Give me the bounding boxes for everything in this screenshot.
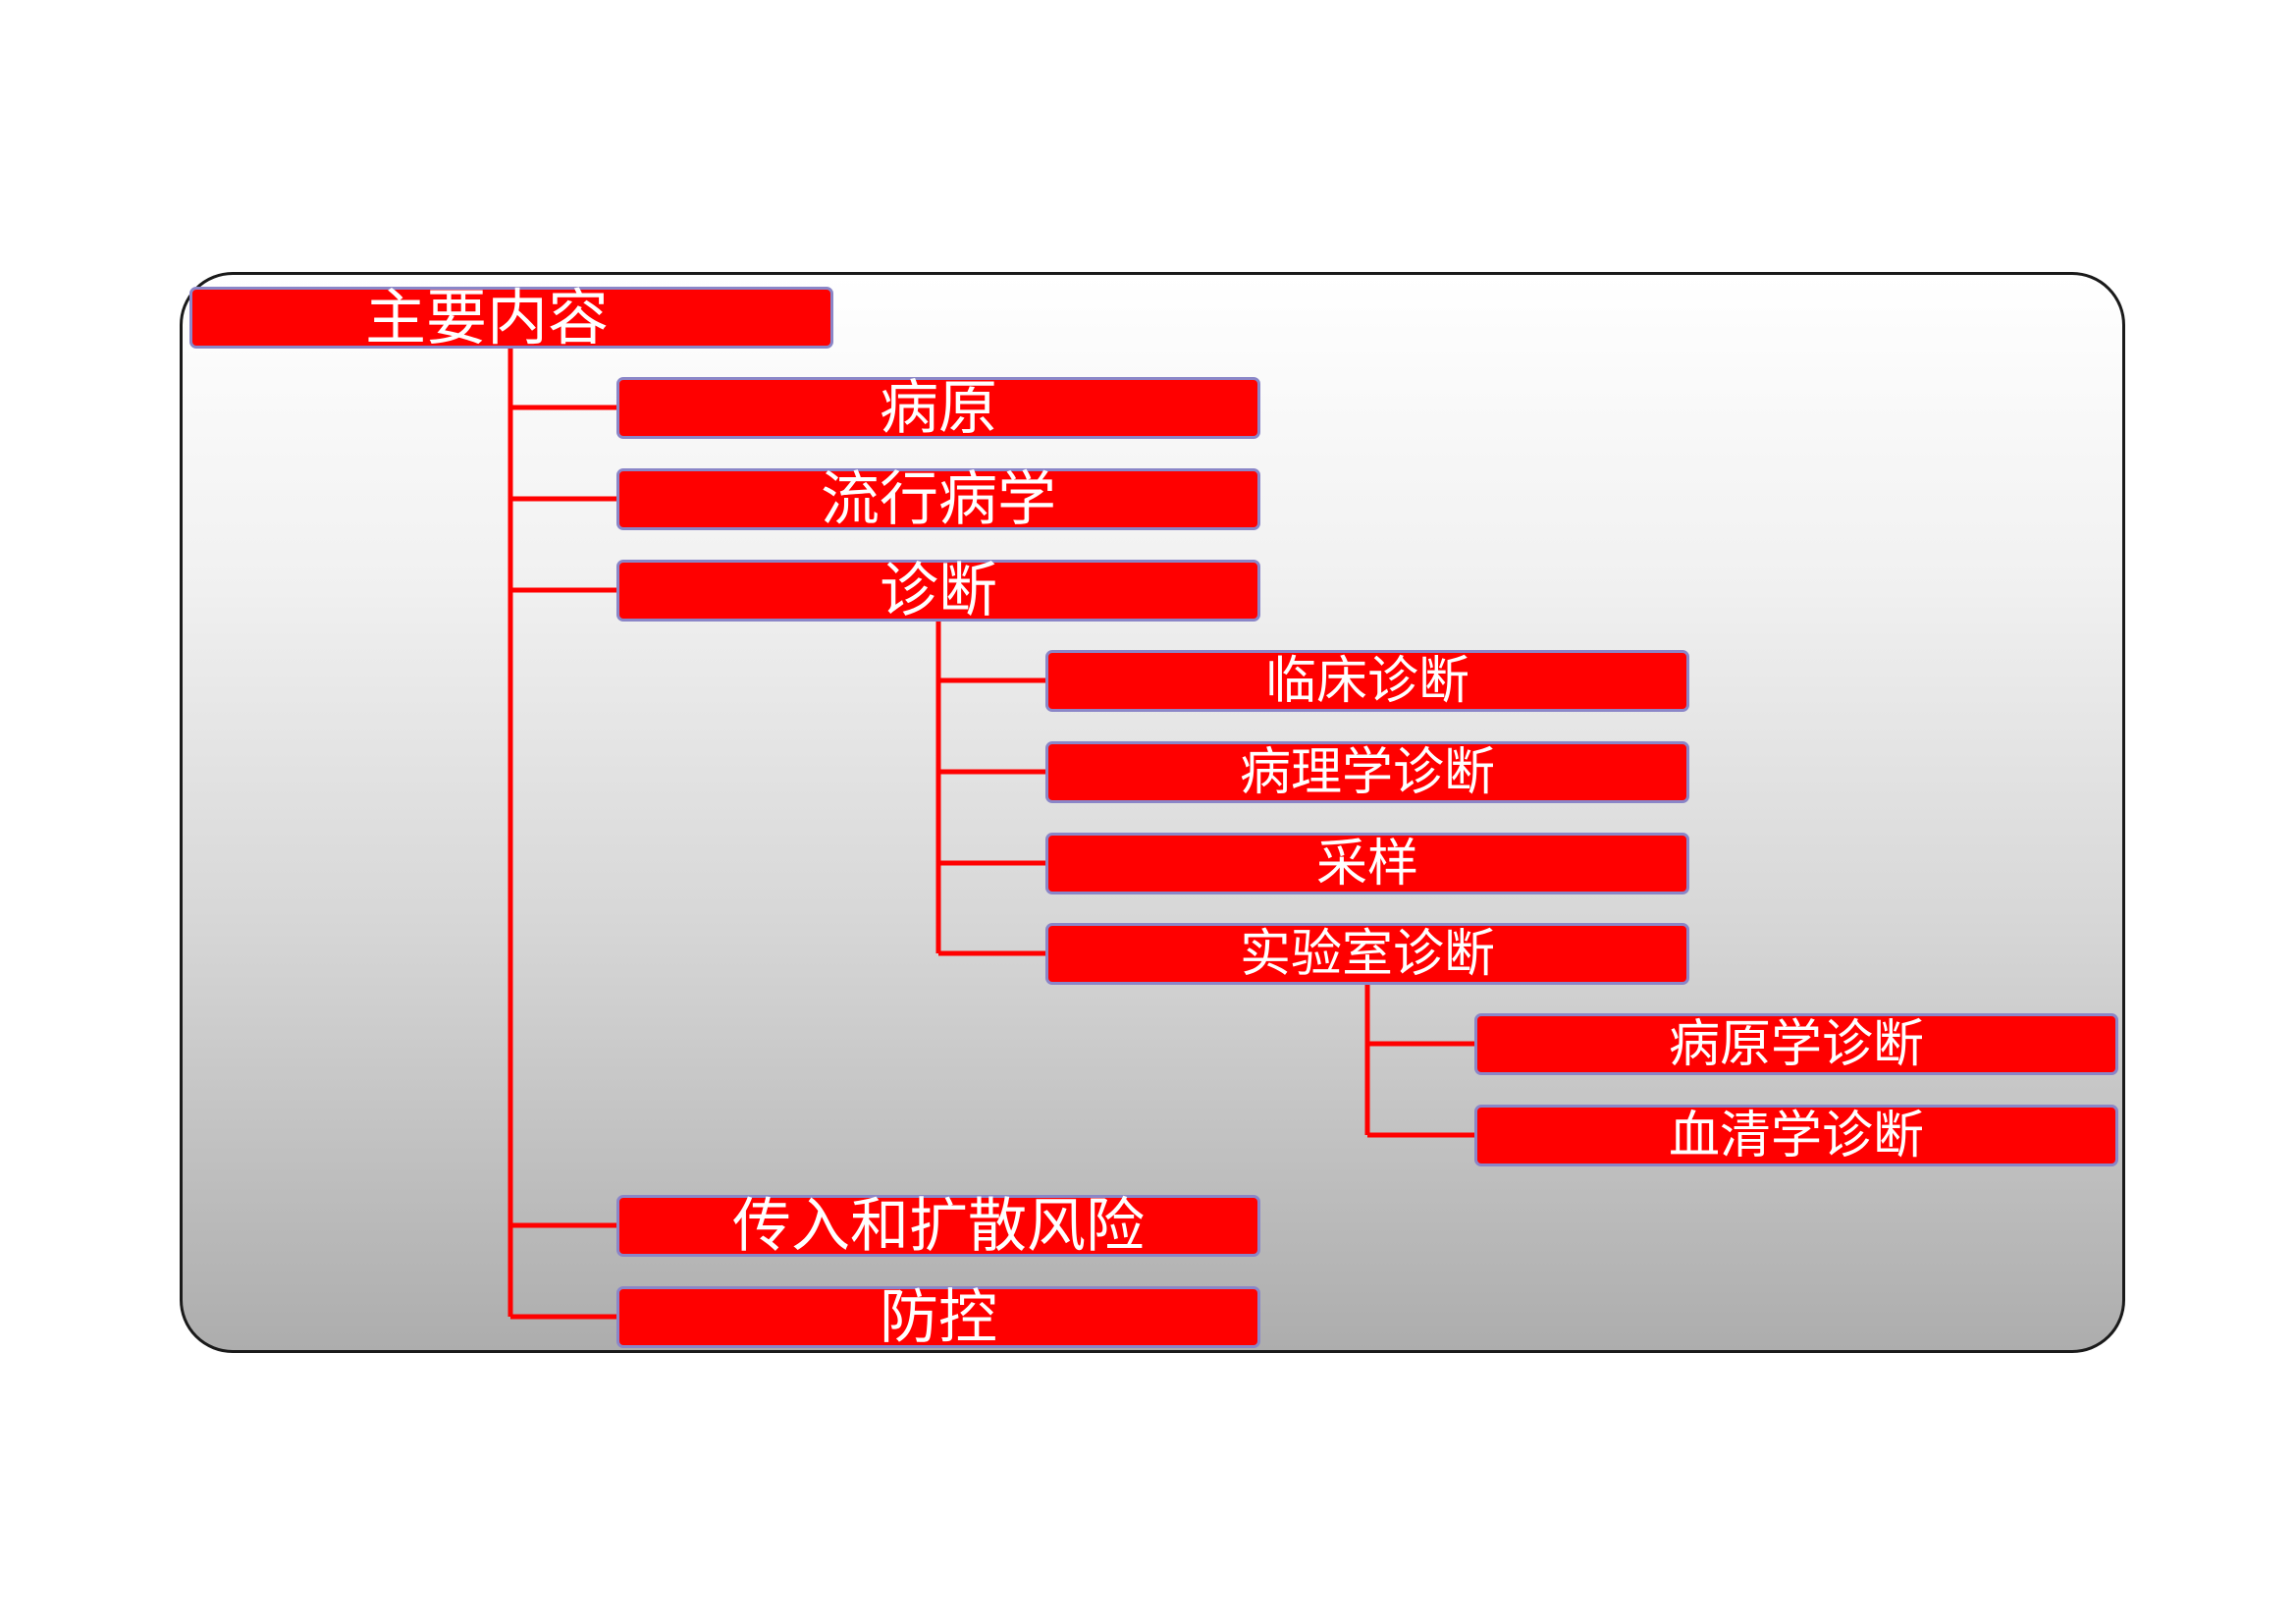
- node-introduction-spread-risk: 传入和扩散风险: [616, 1195, 1260, 1257]
- node-prevention-control-label: 防控: [880, 1282, 997, 1352]
- node-prevention-control: 防控: [616, 1286, 1260, 1348]
- node-pathology-diagnosis-label: 病理学诊断: [1239, 742, 1495, 802]
- node-clinical-diagnosis: 临床诊断: [1045, 650, 1689, 712]
- node-serological-diagnosis-label: 血清学诊断: [1668, 1106, 1924, 1165]
- node-serological-diagnosis: 血清学诊断: [1474, 1105, 2118, 1166]
- diagram-panel: [180, 272, 2125, 1353]
- node-lab-diagnosis: 实验室诊断: [1045, 923, 1689, 985]
- node-epidemiology-label: 流行病学: [821, 464, 1056, 534]
- node-diagnosis: 诊断: [616, 560, 1260, 622]
- node-etiological-diagnosis-label: 病原学诊断: [1668, 1014, 1924, 1074]
- node-etiological-diagnosis: 病原学诊断: [1474, 1013, 2118, 1075]
- node-pathogen: 病原: [616, 377, 1260, 439]
- node-clinical-diagnosis-label: 临床诊断: [1264, 651, 1469, 711]
- node-lab-diagnosis-label: 实验室诊断: [1239, 924, 1495, 984]
- node-sampling: 采样: [1045, 833, 1689, 894]
- node-epidemiology: 流行病学: [616, 468, 1260, 530]
- node-root: 主要内容: [189, 287, 833, 349]
- node-pathogen-label: 病原: [880, 373, 997, 443]
- node-pathology-diagnosis: 病理学诊断: [1045, 741, 1689, 803]
- node-introduction-spread-risk-label: 传入和扩散风险: [732, 1191, 1145, 1261]
- node-root-label: 主要内容: [365, 281, 610, 353]
- node-sampling-label: 采样: [1315, 834, 1418, 893]
- node-diagnosis-label: 诊断: [880, 556, 997, 625]
